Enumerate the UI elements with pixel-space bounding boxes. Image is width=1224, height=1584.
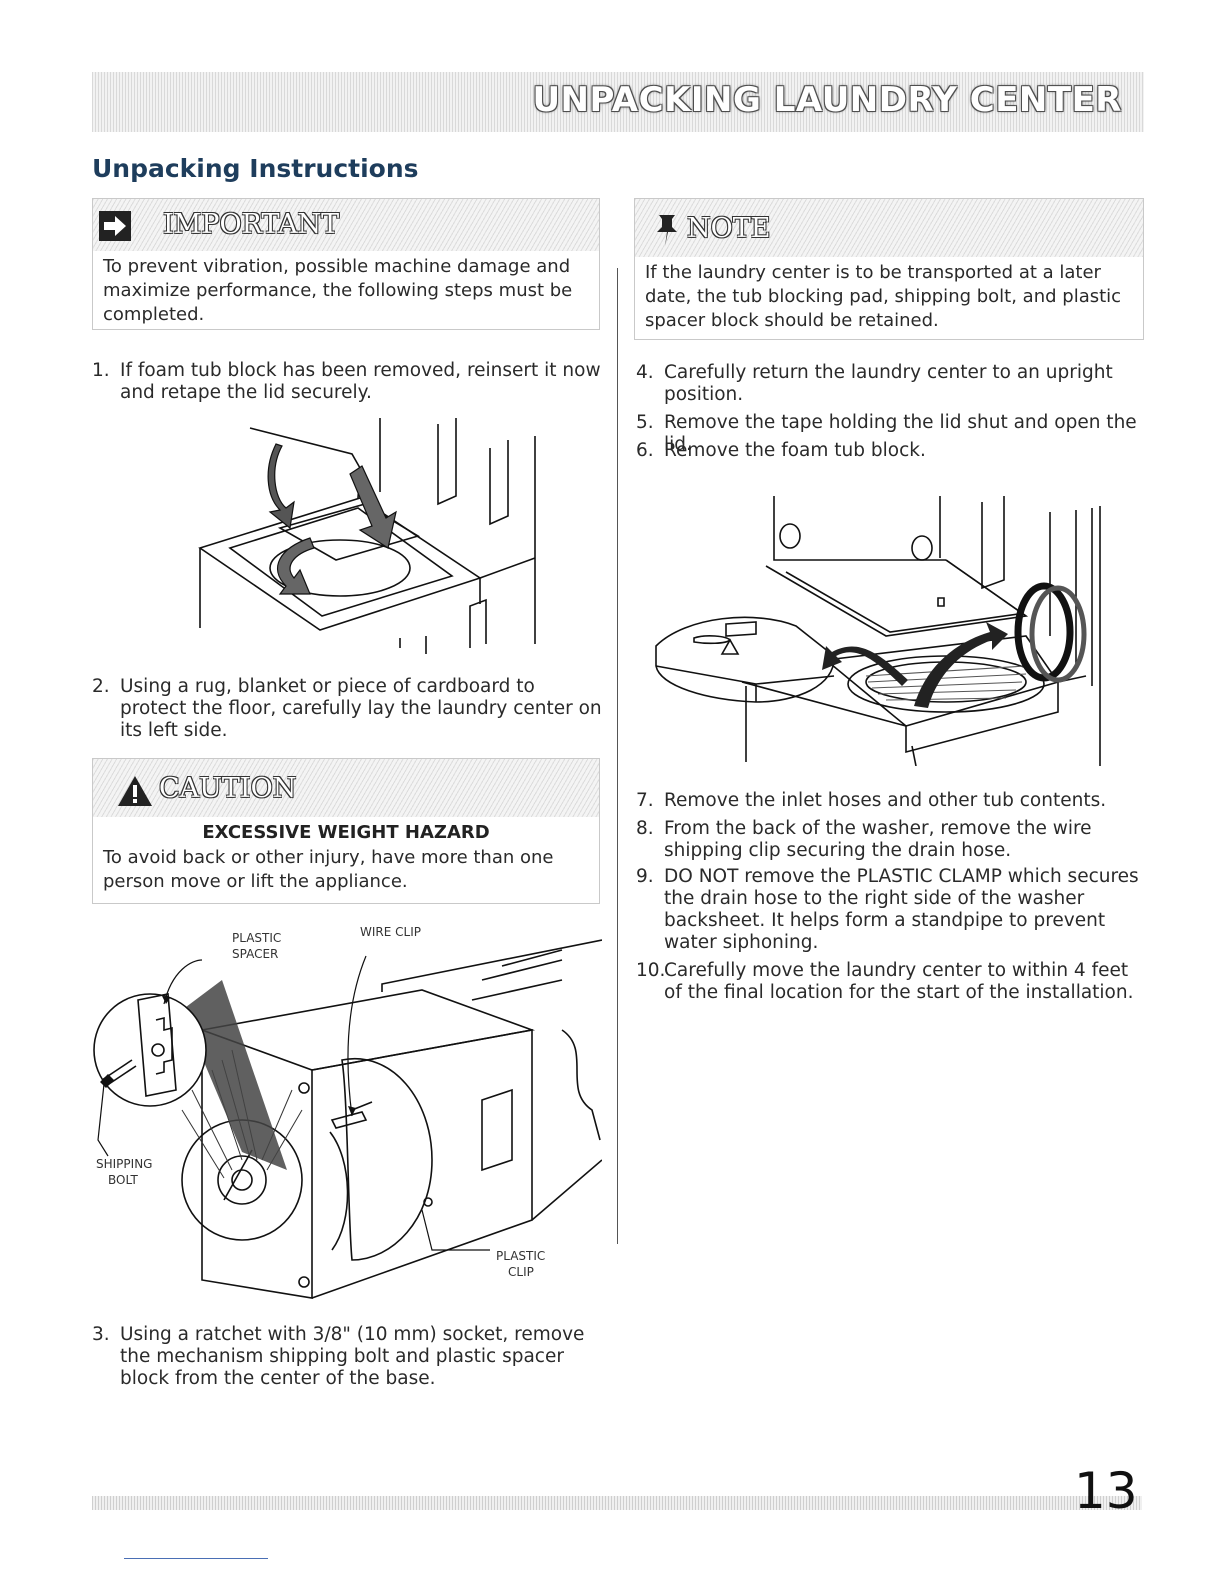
header-banner: UNPACKING LAUNDRY CENTER — [92, 72, 1144, 132]
caution-title: CAUTION — [159, 773, 297, 804]
note-callout-header: NOTE — [635, 199, 1143, 257]
important-text: To prevent vibration, possible machine d… — [103, 256, 573, 325]
step-number: 3. — [92, 1324, 110, 1345]
step-number: 2. — [92, 676, 110, 697]
note-text: If the laundry center is to be transport… — [645, 262, 1122, 331]
page-number: 13 — [1074, 1462, 1138, 1520]
step-text: Remove the inlet hoses and other tub con… — [664, 790, 1107, 811]
caution-callout-header: CAUTION — [93, 759, 599, 817]
label-shipping-bolt-1: SHIPPING — [96, 1157, 152, 1171]
step-text: From the back of the washer, remove the … — [664, 818, 1092, 861]
banner-title: UNPACKING LAUNDRY CENTER — [532, 80, 1122, 120]
label-plastic-spacer-2: SPACER — [232, 947, 278, 961]
step-text: Remove the tape holding the lid shut and… — [664, 412, 1137, 455]
step-2: 2. Using a rug, blanket or piece of card… — [92, 676, 602, 742]
step-7: 7. Remove the inlet hoses and other tub … — [636, 790, 1142, 812]
step-number: 10. — [636, 960, 666, 981]
step-1: 1. If foam tub block has been removed, r… — [92, 360, 602, 404]
step-number: 6. — [636, 440, 654, 461]
step-text: Carefully return the laundry center to a… — [664, 362, 1113, 405]
step-8: 8. From the back of the washer, remove t… — [636, 818, 1142, 862]
label-shipping-bolt-2: BOLT — [108, 1173, 139, 1187]
label-wire-clip: WIRE CLIP — [360, 925, 421, 939]
step-number: 5. — [636, 412, 654, 433]
step-text: Remove the foam tub block. — [664, 440, 926, 461]
important-title: IMPORTANT — [163, 209, 340, 240]
step-4: 4. Carefully return the laundry center t… — [636, 362, 1142, 406]
caution-callout: CAUTION EXCESSIVE WEIGHT HAZARD To avoid… — [92, 758, 600, 904]
label-plastic-clip-1: PLASTIC — [496, 1249, 545, 1263]
note-title: NOTE — [687, 213, 771, 244]
step-9: 9. DO NOT remove the PLASTIC CLAMP which… — [636, 866, 1142, 954]
step-text: Using a rug, blanket or piece of cardboa… — [120, 676, 602, 741]
step-number: 9. — [636, 866, 654, 887]
step-number: 4. — [636, 362, 654, 383]
important-callout-header: IMPORTANT — [93, 199, 599, 251]
step-number: 8. — [636, 818, 654, 839]
label-plastic-spacer-1: PLASTIC — [232, 931, 281, 945]
step-text: DO NOT remove the PLASTIC CLAMP which se… — [664, 866, 1139, 953]
step-text: Carefully move the laundry center to wit… — [664, 960, 1134, 1003]
note-callout: NOTE If the laundry center is to be tran… — [634, 198, 1144, 340]
step-10: 10. Carefully move the laundry center to… — [636, 960, 1142, 1004]
caution-subhead: EXCESSIVE WEIGHT HAZARD — [202, 822, 490, 843]
step-text: If foam tub block has been removed, rein… — [120, 360, 601, 403]
pushpin-icon — [657, 215, 677, 246]
column-divider — [617, 268, 618, 1244]
step-6: 6. Remove the foam tub block. — [636, 440, 1142, 462]
footer-bar — [92, 1496, 1142, 1510]
figure-shipping-bolt: PLASTIC SPACER WIRE CLIP SHIPPING BOLT P… — [93, 925, 602, 1299]
section-heading: Unpacking Instructions — [92, 154, 419, 183]
arrow-box-icon — [99, 211, 131, 241]
figure-remove-tub-block — [655, 496, 1101, 766]
figure-reinsert-tub-block — [198, 418, 536, 654]
important-callout: IMPORTANT To prevent vibration, possible… — [92, 198, 600, 330]
step-3: 3. Using a ratchet with 3/8" (10 mm) soc… — [92, 1324, 604, 1390]
label-plastic-clip-2: CLIP — [508, 1265, 534, 1279]
warning-triangle-icon — [118, 776, 152, 806]
bottom-rule — [124, 1558, 268, 1559]
caution-body: EXCESSIVE WEIGHT HAZARD To avoid back or… — [93, 817, 599, 900]
step-number: 7. — [636, 790, 654, 811]
step-number: 1. — [92, 360, 110, 381]
caution-text: To avoid back or other injury, have more… — [103, 847, 554, 892]
step-text: Using a ratchet with 3/8" (10 mm) socket… — [120, 1324, 585, 1389]
step-5: 5. Remove the tape holding the lid shut … — [636, 412, 1142, 456]
